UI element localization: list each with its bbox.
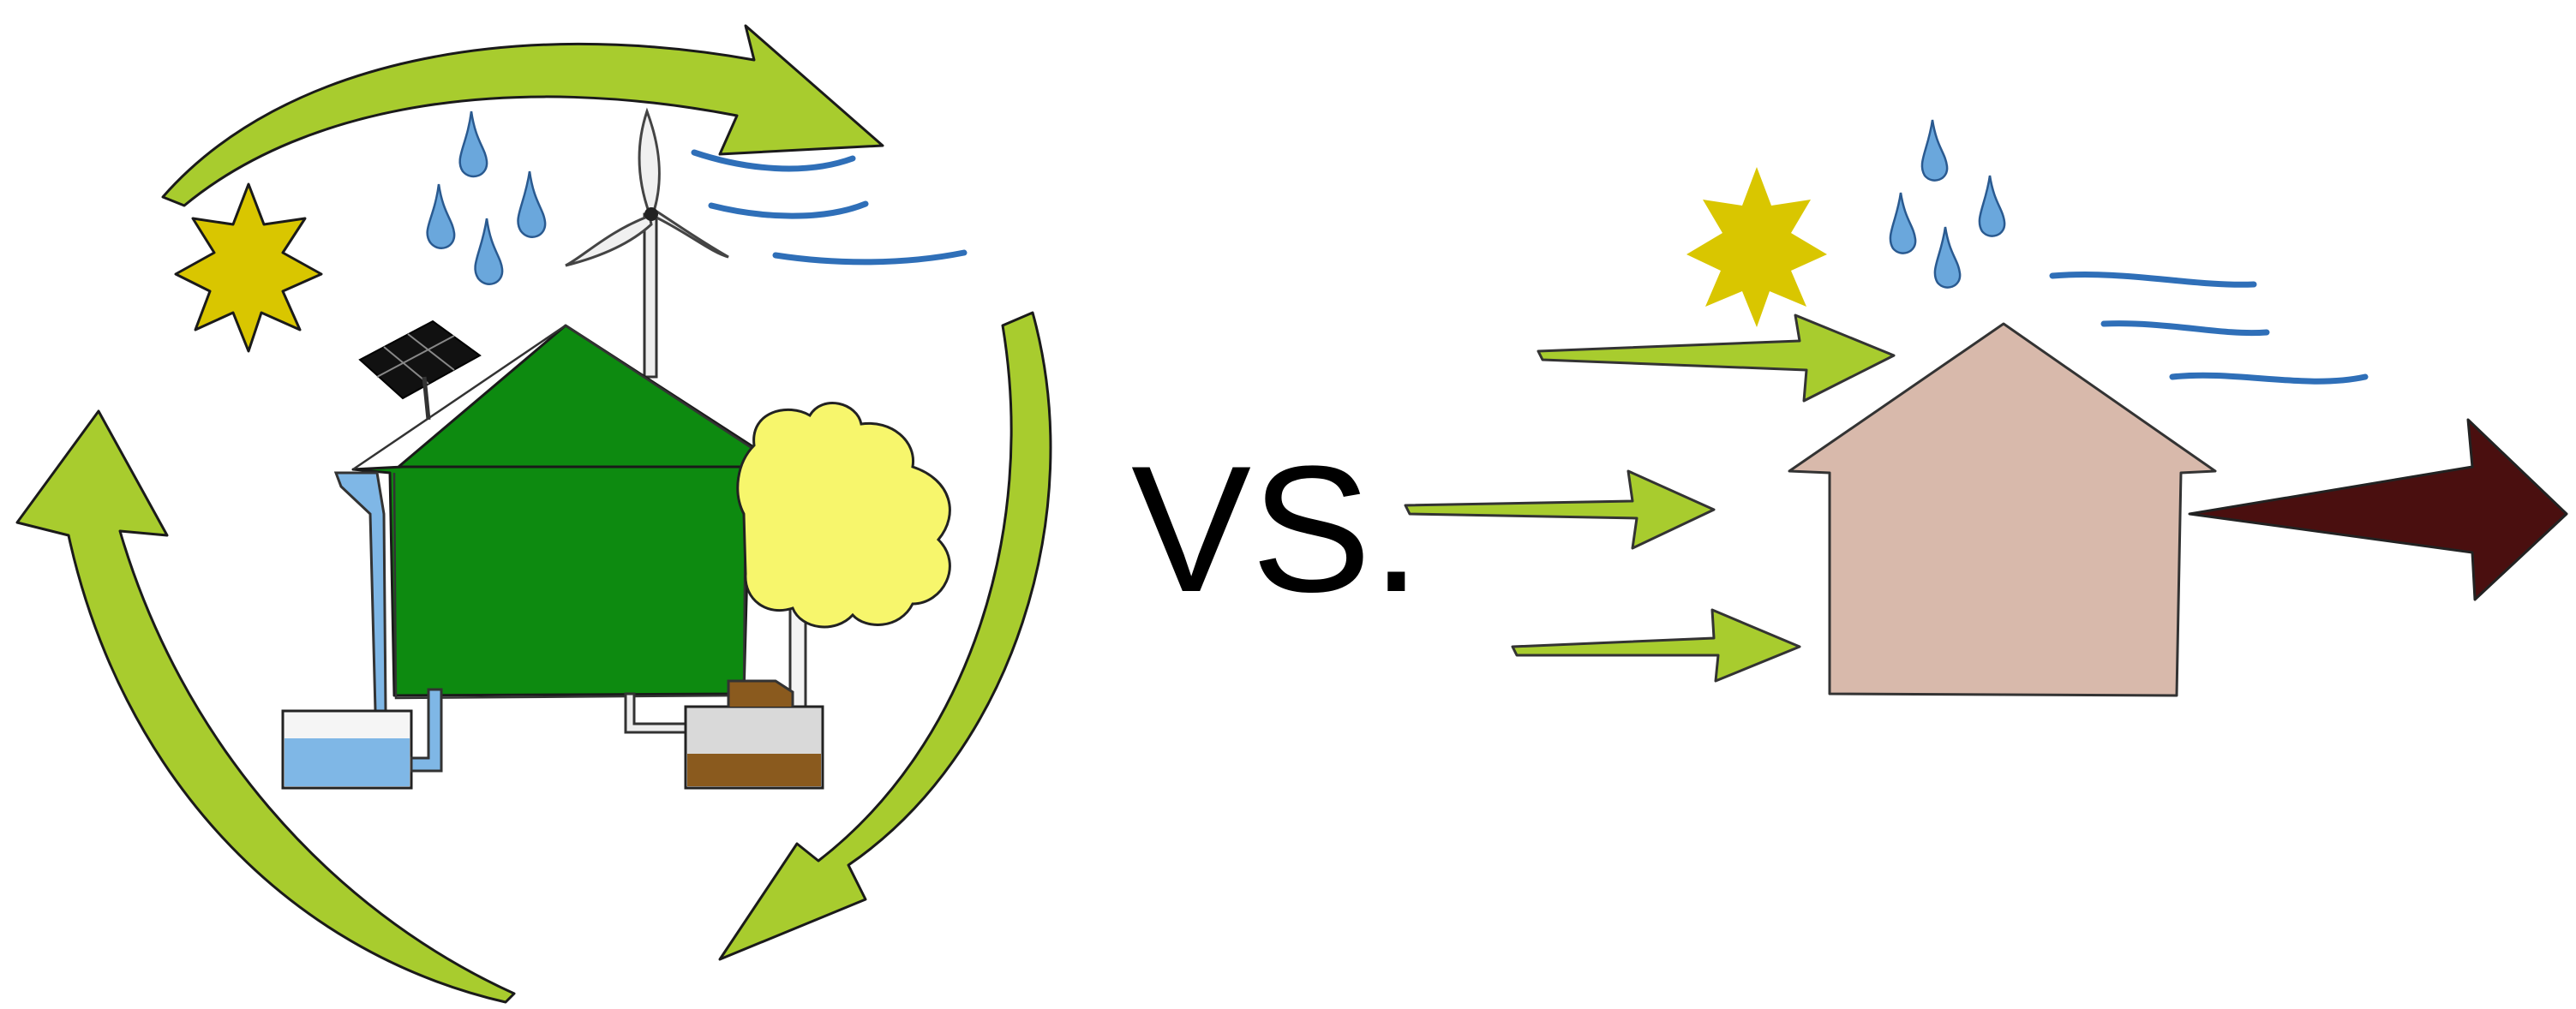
input-arrow bbox=[1538, 315, 1894, 401]
solar-panel bbox=[360, 321, 480, 420]
drop-icon bbox=[476, 218, 503, 284]
drop-icon bbox=[1890, 193, 1915, 254]
drop-icon bbox=[460, 111, 488, 176]
drop-icon bbox=[1922, 120, 1947, 181]
turbine-pole bbox=[644, 214, 656, 377]
plain-house bbox=[1789, 324, 2215, 696]
turbine-blade bbox=[653, 211, 728, 257]
bin-soil bbox=[687, 754, 821, 786]
vs-label: VS. bbox=[1131, 428, 1421, 630]
solar-panel-face bbox=[360, 321, 480, 398]
drop-icon bbox=[1980, 176, 2004, 236]
tank-pipe bbox=[411, 690, 441, 771]
rain-drops bbox=[1890, 120, 2004, 288]
drop-icon bbox=[518, 171, 546, 237]
turbine-hub bbox=[644, 207, 658, 221]
cycle-arrow-top bbox=[163, 26, 883, 206]
wind-icon bbox=[711, 204, 866, 216]
rain-drops bbox=[428, 111, 546, 284]
wind-gusts bbox=[2052, 275, 2365, 382]
tree bbox=[738, 403, 950, 711]
wind-icon bbox=[2052, 275, 2254, 285]
wind-icon bbox=[2172, 375, 2365, 381]
left-panel bbox=[17, 26, 1051, 1002]
tree-canopy bbox=[738, 403, 950, 627]
wind-icon bbox=[694, 152, 853, 169]
turbine-blade bbox=[566, 216, 651, 266]
compost-pipe bbox=[626, 694, 686, 732]
wind-gusts bbox=[694, 152, 964, 262]
turbine-blade bbox=[639, 111, 659, 214]
input-arrows bbox=[1405, 315, 1894, 681]
drop-icon bbox=[428, 184, 455, 248]
wind-icon bbox=[776, 253, 964, 262]
input-arrow bbox=[1513, 610, 1800, 681]
cycle-arrow-right bbox=[720, 313, 1051, 959]
bin-lid-handle bbox=[728, 681, 793, 707]
drop-icon bbox=[1935, 227, 1960, 288]
output-arrow bbox=[2190, 420, 2567, 600]
downspout bbox=[336, 473, 386, 711]
wind-turbine bbox=[566, 111, 728, 377]
input-arrow bbox=[1405, 471, 1714, 548]
tank-water bbox=[285, 738, 410, 786]
wind-icon bbox=[2104, 324, 2267, 333]
sun-icon bbox=[176, 184, 321, 351]
sun-icon bbox=[1686, 167, 1827, 327]
right-panel bbox=[1405, 120, 2567, 696]
